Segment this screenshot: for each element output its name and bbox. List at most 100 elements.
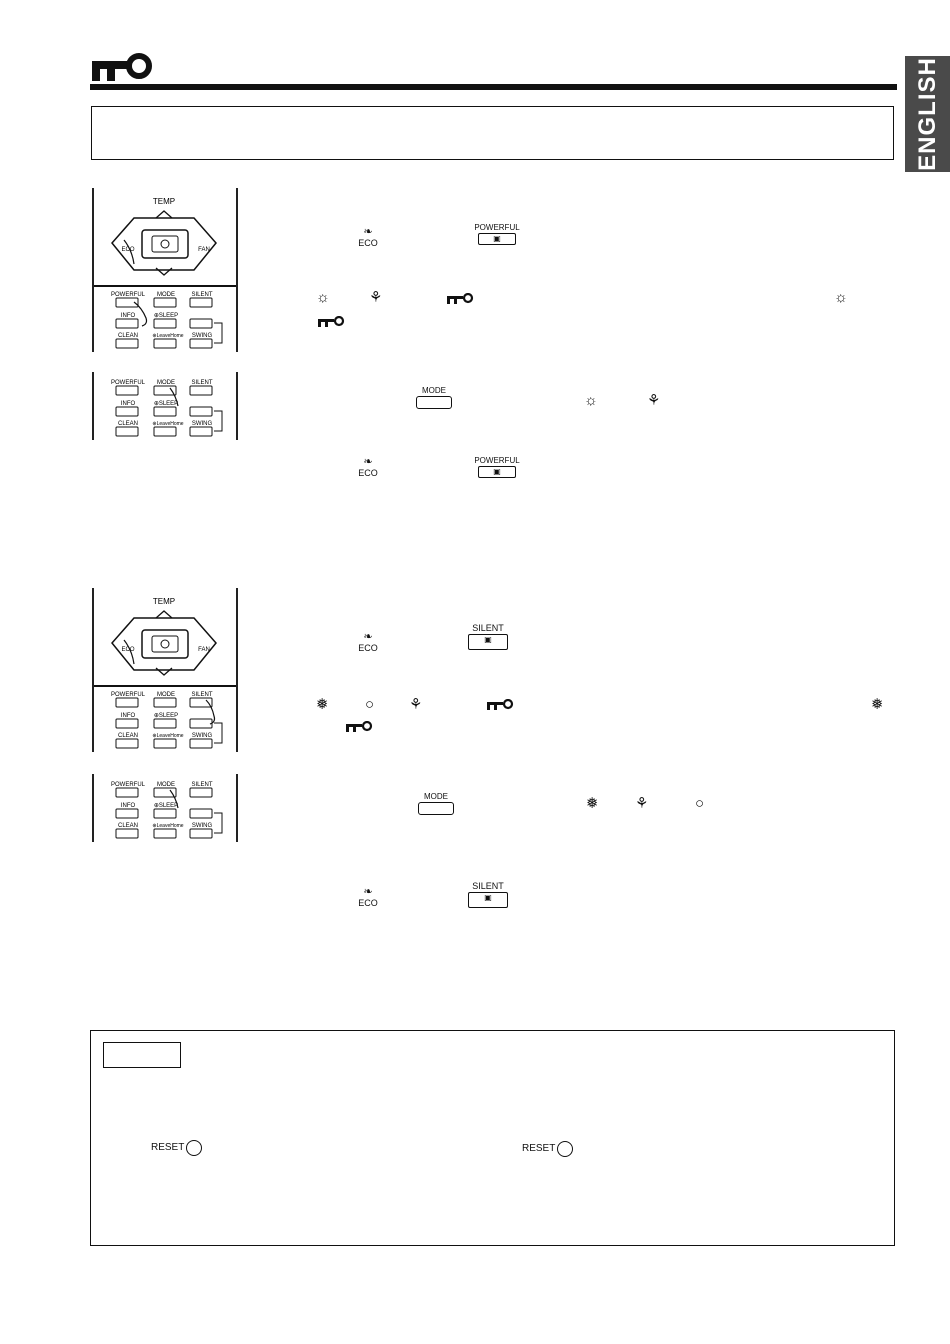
remote-silent-label: SILENT <box>191 380 212 386</box>
mode-box <box>418 802 454 815</box>
leaf-icon: ❧ <box>363 456 373 468</box>
fan-icon: ⚘ <box>635 795 649 812</box>
remote-clean-label: CLEAN <box>118 733 138 739</box>
mode-button-inline-2: MODE <box>416 792 456 815</box>
silent-label: SILENT <box>472 623 504 633</box>
remote-leavehome-label: ⊕LeaveHome <box>152 333 183 339</box>
remote-eco-label: ECO <box>121 247 134 253</box>
leaf-icon: ❧ <box>363 226 373 238</box>
remote-info-label: INFO <box>121 803 136 809</box>
sun-icon: ☼ <box>834 289 848 306</box>
note-label-box <box>103 1042 181 1068</box>
mode-button-inline-1: MODE <box>414 386 454 409</box>
snowflake-icon: ❅ <box>316 696 329 713</box>
remote-clean-label: CLEAN <box>118 823 138 829</box>
reset-label: RESET <box>151 1142 185 1153</box>
eco-label: ECO <box>358 898 378 908</box>
powerful-button-inline-2: POWERFUL ▣ <box>474 456 520 478</box>
powerful-box: ▣ <box>478 233 516 245</box>
drop-icon: ○ <box>365 696 375 713</box>
fan-icon: ⚘ <box>409 696 423 713</box>
remote-powerful-label: POWERFUL <box>111 692 146 698</box>
remote-clean-label: CLEAN <box>118 333 138 339</box>
note-box <box>90 1030 895 1246</box>
remote-temp-label: TEMP <box>153 597 175 606</box>
powerful-label: POWERFUL <box>474 223 520 232</box>
sun-icon: ☼ <box>316 289 330 306</box>
remote-eco-label: ECO <box>121 647 134 653</box>
remote-swing-label: SWING <box>192 421 213 427</box>
fan-icon: ⚘ <box>647 392 661 409</box>
silent-button-inline-2: SILENT ▣ <box>466 882 510 908</box>
remote-mode-label: MODE <box>157 692 175 698</box>
remote-info-label: INFO <box>121 713 136 719</box>
reset-button-inline-1: RESET <box>151 1140 203 1156</box>
mode-label: MODE <box>422 386 446 395</box>
remote-swing-label: SWING <box>192 733 213 739</box>
silent-button-inline-1: SILENT ▣ <box>466 624 510 650</box>
remote-sleep-label: ⊕SLEEP <box>154 803 178 809</box>
leaf-icon: ❧ <box>363 886 373 898</box>
remote-illustration-2: POWERFUL MODE SILENT INFO ⊕SLEEP CLEAN ⊕… <box>92 372 238 440</box>
leaf-icon: ❧ <box>363 631 373 643</box>
remote-leavehome-label: ⊕LeaveHome <box>152 421 183 427</box>
remote-leavehome-label: ⊕LeaveHome <box>152 823 183 829</box>
remote-mode-label: MODE <box>157 292 175 298</box>
remote-swing-label: SWING <box>192 333 213 339</box>
remote-illustration-3: TEMP FAN ECO POWERFUL MODE SILENT INFO ⊕… <box>92 588 238 752</box>
remote-mode-label: MODE <box>157 380 175 386</box>
reset-circle-icon <box>557 1141 574 1157</box>
remote-clean-label: CLEAN <box>118 421 138 427</box>
language-tab-label: ENGLISH <box>913 57 941 171</box>
remote-leavehome-label: ⊕LeaveHome <box>152 733 183 739</box>
mode-box <box>416 396 452 409</box>
remote-fan-label: FAN <box>198 247 210 253</box>
remote-mode-label: MODE <box>157 782 175 788</box>
reset-button-inline-2: RESET <box>522 1141 574 1157</box>
powerful-box: ▣ <box>478 466 516 478</box>
remote-illustration-4: POWERFUL MODE SILENT INFO ⊕SLEEP CLEAN ⊕… <box>92 774 238 842</box>
powerful-button-inline-1: POWERFUL ▣ <box>474 223 520 245</box>
silent-label: SILENT <box>472 881 504 891</box>
remote-silent-label: SILENT <box>191 782 212 788</box>
eco-button-inline-2: ❧ ECO <box>354 456 382 478</box>
remote-info-label: INFO <box>121 313 136 319</box>
remote-illustration-1: TEMP FAN ECO POWERFUL MODE SILENT INFO ⊕… <box>92 188 238 352</box>
silent-box: ▣ <box>468 892 508 908</box>
remote-fan-label: FAN <box>198 647 210 653</box>
sun-icon: ☼ <box>584 392 598 409</box>
snowflake-icon: ❅ <box>586 795 599 812</box>
reset-label: RESET <box>522 1143 556 1154</box>
fan-icon: ⚘ <box>369 289 383 306</box>
remote-silent-label: SILENT <box>191 292 212 298</box>
snowflake-icon: ❅ <box>871 696 884 713</box>
remote-powerful-label: POWERFUL <box>111 782 146 788</box>
remote-temp-label: TEMP <box>153 197 175 206</box>
mode-label: MODE <box>424 792 448 801</box>
remote-swing-label: SWING <box>192 823 213 829</box>
remote-info-label: INFO <box>121 401 136 407</box>
remote-powerful-label: POWERFUL <box>111 380 146 386</box>
remote-sleep-label: ⊕SLEEP <box>154 313 178 319</box>
eco-button-inline-1: ❧ ECO <box>354 226 382 248</box>
remote-silent-label: SILENT <box>191 692 212 698</box>
key-icon <box>447 293 474 304</box>
key-icon <box>92 53 152 81</box>
silent-box: ▣ <box>468 634 508 650</box>
reset-circle-icon <box>186 1140 203 1156</box>
powerful-label: POWERFUL <box>474 456 520 465</box>
header-rule <box>90 84 897 90</box>
eco-label: ECO <box>358 468 378 478</box>
remote-sleep-label: ⊕SLEEP <box>154 713 178 719</box>
remote-sleep-label: ⊕SLEEP <box>154 401 178 407</box>
eco-label: ECO <box>358 643 378 653</box>
key-icon <box>318 316 345 327</box>
eco-label: ECO <box>358 238 378 248</box>
remote-powerful-label: POWERFUL <box>111 292 146 298</box>
language-tab: ENGLISH <box>905 56 950 172</box>
eco-button-inline-4: ❧ ECO <box>354 886 382 908</box>
drop-icon: ○ <box>695 795 705 812</box>
title-box <box>91 106 894 160</box>
key-icon <box>346 721 373 732</box>
eco-button-inline-3: ❧ ECO <box>354 631 382 653</box>
